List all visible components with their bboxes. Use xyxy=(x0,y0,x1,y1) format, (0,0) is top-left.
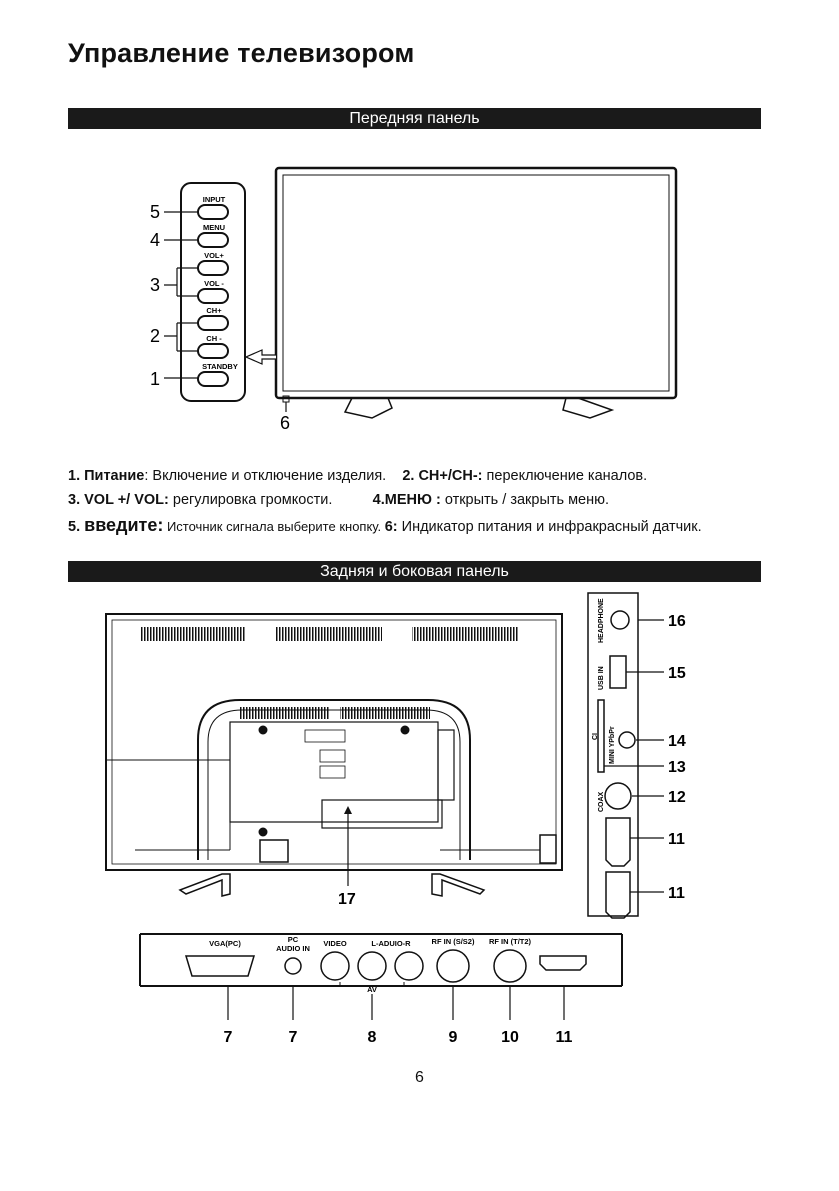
desc-input-text: Источник сигнала выберите кнопку. xyxy=(163,519,385,534)
ch-up-button-label: CH+ xyxy=(206,306,222,315)
desc-line-1: 1. Питание: Включение и отключение издел… xyxy=(68,468,647,484)
desc-input-label: введите: xyxy=(84,515,164,535)
desc-line-2: 3. VOL +/ VOL: регулировка громкости. 4.… xyxy=(68,492,609,508)
desc-indicator-text: Индикатор питания и инфракрасный датчик. xyxy=(397,519,702,535)
desc-menu-text: открыть / закрыть меню. xyxy=(440,492,610,508)
callout-11c: 11 xyxy=(556,1029,573,1046)
desc-indicator-label: 6: xyxy=(384,519,398,535)
rf-in-s-label: RF IN (S/S2) xyxy=(432,937,475,946)
desc-line-3: 5. введите: Источник сигнала выберите кн… xyxy=(68,515,702,536)
av-label: AV xyxy=(367,985,377,994)
rear-panel-header: Задняя и боковая панель xyxy=(68,561,761,582)
callout-1: 1 xyxy=(150,369,160,389)
callout-7a: 7 xyxy=(224,1029,233,1046)
video-label: VIDEO xyxy=(323,939,347,948)
page-number: 6 xyxy=(415,1069,424,1086)
vol-up-button-label: VOL+ xyxy=(204,251,224,260)
mini-ypbpr-label: MINI YPbPr xyxy=(609,726,616,764)
callout-15: 15 xyxy=(668,665,686,682)
audio-in-label: AUDIO IN xyxy=(276,944,310,953)
bottom-port-panel xyxy=(139,933,623,987)
callout-12: 12 xyxy=(668,789,686,806)
rf-in-t-label: RF IN (T/T2) xyxy=(489,937,532,946)
l-audio-r-label: L-ADUIO-R xyxy=(371,939,411,948)
pc-label: PC xyxy=(288,935,299,944)
callout-16: 16 xyxy=(668,613,686,630)
desc-channel-label: 2. CH+/CH-: xyxy=(402,468,483,484)
callout-8: 8 xyxy=(368,1029,377,1046)
callout-14: 14 xyxy=(668,733,686,750)
tv-front-illustration xyxy=(244,166,678,419)
callout-13: 13 xyxy=(668,759,686,776)
callout-5: 5 xyxy=(150,202,160,222)
desc-volume-text: регулировка громкости. xyxy=(168,492,333,508)
page-title: Управление телевизором xyxy=(68,38,415,68)
callout-11a: 11 xyxy=(668,831,685,848)
desc-menu-label: 4.МЕНЮ : xyxy=(372,492,441,508)
tv-rear-illustration xyxy=(105,613,563,897)
callout-7b: 7 xyxy=(289,1029,298,1046)
coax-label: COAX xyxy=(598,791,605,812)
callout-4: 4 xyxy=(150,230,160,250)
callout-9: 9 xyxy=(449,1029,458,1046)
side-port-panel xyxy=(587,592,639,919)
usb-in-label: USB IN xyxy=(598,666,605,690)
input-button-label: INPUT xyxy=(203,195,226,204)
ci-label: CI xyxy=(592,733,599,740)
callout-6: 6 xyxy=(280,413,290,433)
desc-power-text: : Включение и отключение изделия. xyxy=(144,468,387,484)
standby-button-label: STANDBY xyxy=(202,362,238,371)
callout-11b: 11 xyxy=(668,885,685,902)
callout-2: 2 xyxy=(150,326,160,346)
vga-label: VGA(PC) xyxy=(209,939,241,948)
headphone-label: HEADPHONE xyxy=(598,598,605,643)
desc-power-label: 1. Питание xyxy=(68,468,145,484)
callout-17: 17 xyxy=(338,891,356,908)
menu-button-label: MENU xyxy=(203,223,225,232)
vol-down-button-label: VOL - xyxy=(204,279,224,288)
desc-volume-label: 3. VOL +/ VOL: xyxy=(68,492,169,508)
desc-input-num: 5. xyxy=(68,519,85,535)
desc-channel-text: переключение каналов. xyxy=(482,468,648,484)
callout-3: 3 xyxy=(150,275,160,295)
front-panel-header: Передняя панель xyxy=(68,108,761,129)
callout-10: 10 xyxy=(501,1029,519,1046)
ch-down-button-label: CH - xyxy=(206,334,222,343)
